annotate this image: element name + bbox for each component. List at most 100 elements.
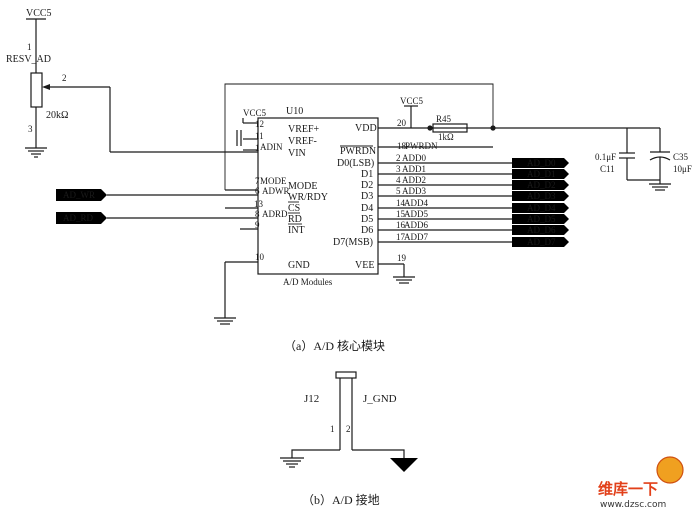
pin-net-add6: ADD6	[404, 220, 428, 230]
pin-net-add4: ADD4	[404, 198, 428, 208]
port-ad-d4	[512, 203, 569, 213]
pot-vcc-label: VCC5	[26, 8, 52, 19]
data-bus-lines	[378, 162, 512, 243]
jumper-pin2: 2	[346, 424, 351, 434]
port-ad-d0	[512, 158, 569, 168]
port-ad-d7	[512, 237, 569, 247]
pot-body	[30, 72, 43, 108]
jumper-cap	[335, 371, 357, 379]
port-ad-wr	[56, 189, 107, 201]
chip-vcc-label: VCC5	[243, 108, 267, 118]
watermark-url: www.dzsc.com	[600, 500, 666, 510]
pin-num-6: 6	[255, 186, 260, 196]
port-ad-d5-label: AD_D5	[527, 214, 556, 224]
ground-symbol-vee	[393, 276, 415, 284]
pin-name-gnd: GND	[288, 260, 310, 271]
pin-name-d6: D6	[361, 225, 373, 236]
pin-num-20: 20	[397, 118, 407, 128]
pin-num-18: 18	[397, 141, 407, 151]
c11-value: 0.1μF	[595, 152, 616, 162]
ground-symbol-jumper-right	[390, 458, 418, 472]
pin-name-vref-minus: VREF-	[288, 136, 317, 147]
pin-net-adin: ADIN	[260, 142, 283, 152]
capacitors: 0.1μF C11 C35 10μF	[595, 128, 692, 191]
port-ad-d7-label: AD_D7	[527, 237, 556, 247]
watermark: 维库一下 www.dzsc.com	[598, 456, 684, 510]
pin-name-mode: MODE	[288, 181, 317, 192]
pin-num-11: 11	[255, 131, 264, 141]
pin-net-adwr: ADWR	[262, 186, 290, 196]
port-ad-d3-label: AD_D3	[527, 191, 556, 201]
caption-b: （b）A/D 接地	[302, 492, 380, 507]
pin-net-pwrdn: PWRDN	[405, 141, 438, 151]
c11-ref: C11	[600, 164, 615, 174]
r45-ref: R45	[436, 114, 452, 124]
pin-num-13: 13	[254, 199, 264, 209]
ground-symbol-chip	[214, 317, 236, 325]
pin-num-12: 12	[255, 119, 264, 129]
right-supply: VCC5 R45 1kΩ	[400, 96, 660, 142]
pin-name-d7: D7(MSB)	[333, 237, 373, 248]
chip-u10: U10 A/D Modules VCC5 12 VREF+ 11 VREF- 1…	[214, 106, 512, 325]
port-ad-d3	[512, 191, 569, 201]
pin-num-8: 8	[255, 209, 260, 219]
pin-name-int: INT	[288, 225, 305, 236]
watermark-logo-icon	[656, 456, 684, 484]
port-ad-d1	[512, 169, 569, 179]
pin-name-d5: D5	[361, 214, 373, 225]
pot-pin3: 3	[28, 124, 33, 134]
pin-net-add5: ADD5	[404, 209, 428, 219]
port-ad-wr-label: AD_WR	[63, 190, 95, 200]
pin-net-add2: ADD2	[402, 175, 426, 185]
c35-ref: C35	[673, 152, 689, 162]
chip-module-label: A/D Modules	[283, 277, 333, 287]
pin-num-16: 16	[396, 220, 406, 230]
output-ports: AD_D0 AD_D1 AD_D2 AD_D3 AD_D4 AD_D5 AD_D…	[512, 158, 569, 247]
pin-num-7: 7	[255, 176, 260, 186]
pin-net-add3: ADD3	[402, 186, 426, 196]
ground-symbol-pot	[25, 147, 47, 158]
chip-ref: U10	[286, 106, 303, 117]
jumper-pin1: 1	[330, 424, 335, 434]
pin-net-mode: MODE	[260, 176, 287, 186]
pin-name-vdd: VDD	[355, 123, 377, 134]
pin-num-5: 5	[396, 186, 401, 196]
wiper-arrow-icon	[42, 84, 50, 90]
caption-a: （a）A/D 核心模块	[284, 339, 385, 353]
pin-name-vref-plus: VREF+	[288, 124, 320, 135]
pin-name-d0: D0(LSB)	[337, 158, 374, 169]
pin-name-d4: D4	[361, 203, 373, 214]
port-ad-rd	[56, 212, 107, 224]
pin-num-19: 19	[397, 253, 407, 263]
pin-name-pwrdn: PWRDN	[340, 146, 376, 157]
pin-name-rd: RD	[288, 214, 302, 225]
pin-name-d3: D3	[361, 191, 373, 202]
port-ad-d1-label: AD_D1	[527, 169, 556, 179]
port-ad-d6	[512, 225, 569, 235]
pin-net-add7: ADD7	[404, 232, 428, 242]
r45-body	[432, 123, 468, 133]
pin-net-add0: ADD0	[402, 153, 426, 163]
pin-net-add1: ADD1	[402, 164, 426, 174]
jumper-j12: J12 J_GND 1 2	[280, 371, 418, 472]
r45-value: 1kΩ	[438, 132, 454, 142]
port-ad-d0-label: AD_D0	[527, 158, 556, 168]
port-ad-rd-label: AD_RD	[63, 213, 94, 223]
pin-num-3: 3	[396, 164, 401, 174]
pot-label: RESV_AD	[6, 54, 51, 65]
port-ad-d2-label: AD_D2	[527, 180, 556, 190]
port-ad-d4-label: AD_D4	[527, 203, 556, 213]
pot-pin2: 2	[62, 73, 67, 83]
pin-num-17: 17	[396, 232, 406, 242]
port-ad-d5	[512, 214, 569, 224]
potentiometer: VCC5 1 RESV_AD 3 20kΩ 2	[6, 8, 258, 158]
pin-num-14: 14	[396, 198, 406, 208]
pin-num-2: 2	[396, 153, 401, 163]
pin-num-15: 15	[396, 209, 406, 219]
ground-symbol-caps	[649, 183, 671, 191]
supply-loop-wire	[224, 83, 494, 190]
pin-name-vee: VEE	[355, 260, 374, 271]
port-ad-d2	[512, 180, 569, 190]
watermark-brand: 维库一下	[598, 480, 658, 498]
ground-symbol-jumper-left	[280, 457, 304, 468]
